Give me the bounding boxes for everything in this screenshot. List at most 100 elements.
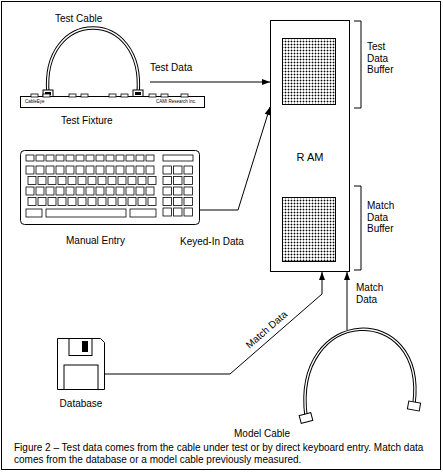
key xyxy=(56,155,64,161)
key xyxy=(26,209,42,217)
cable-jacket xyxy=(48,28,139,94)
key xyxy=(138,177,146,185)
model-cable-outline xyxy=(292,330,427,425)
key xyxy=(136,187,144,195)
key xyxy=(106,155,114,161)
key xyxy=(76,155,84,161)
data-buffer: Match Data Buffer xyxy=(282,197,336,262)
edge-label: Match Data xyxy=(243,309,289,351)
keyboard: Manual Entry xyxy=(20,150,200,225)
fixture-print: CableEye xyxy=(25,100,45,105)
key xyxy=(136,166,144,174)
key xyxy=(126,155,134,161)
key xyxy=(38,198,46,206)
key xyxy=(68,198,76,206)
data-arrow xyxy=(344,272,350,330)
cable-core xyxy=(48,28,139,94)
buffer-bracket xyxy=(354,186,361,270)
keypad-key xyxy=(184,198,193,206)
floppy-label xyxy=(64,365,98,390)
key xyxy=(58,177,66,185)
fixture-socket xyxy=(31,94,38,97)
buffer-bracket xyxy=(354,21,361,108)
key xyxy=(66,187,74,195)
key xyxy=(96,187,104,195)
cable-jacket xyxy=(305,329,415,416)
node-label: Manual Entry xyxy=(66,235,146,247)
key xyxy=(76,166,84,174)
key xyxy=(86,187,94,195)
floppy-body xyxy=(58,339,105,390)
node-label: Test Data Buffer xyxy=(367,41,403,76)
edge-label: Test Data xyxy=(150,62,192,74)
edge-label: Keyed-In Data xyxy=(180,236,244,248)
node-label: Match Data Buffer xyxy=(367,200,403,235)
key xyxy=(136,155,144,161)
arrow-head xyxy=(265,107,271,116)
keypad-key xyxy=(174,198,183,206)
fixture-socket xyxy=(81,94,88,97)
key xyxy=(128,198,136,206)
space-bar xyxy=(46,209,126,217)
key xyxy=(146,155,154,161)
arrow-line xyxy=(200,107,270,210)
cable-core xyxy=(305,329,415,416)
key xyxy=(56,187,64,195)
key xyxy=(86,166,94,174)
node-label: Database xyxy=(51,398,111,410)
cable-connector xyxy=(407,401,420,411)
keypad-key xyxy=(163,198,172,206)
figure-caption: Figure 2 – Test data comes from the cabl… xyxy=(14,442,434,465)
key xyxy=(138,198,146,206)
keypad-key xyxy=(174,187,183,195)
key xyxy=(116,187,124,195)
key xyxy=(128,177,136,185)
key xyxy=(78,198,86,206)
key xyxy=(66,166,74,174)
key xyxy=(68,177,76,185)
key xyxy=(36,155,44,161)
key xyxy=(46,187,54,195)
data-arrow xyxy=(150,79,270,85)
key xyxy=(46,166,54,174)
arrow-line xyxy=(150,82,270,83)
keypad-key xyxy=(184,177,193,185)
key xyxy=(46,155,54,161)
data-arrow xyxy=(200,107,270,210)
cable-illustration: Test Cable xyxy=(38,28,150,100)
key xyxy=(118,177,126,185)
key xyxy=(118,198,126,206)
key xyxy=(126,166,134,174)
test-fixture: Test FixtureCableEyeCAMI Research Inc. xyxy=(20,96,205,108)
key xyxy=(108,198,116,206)
key xyxy=(126,187,134,195)
keypad-key xyxy=(184,166,193,174)
key xyxy=(28,177,36,185)
connector-pins xyxy=(135,92,141,95)
key xyxy=(26,155,34,161)
key xyxy=(88,177,96,185)
key xyxy=(78,177,86,185)
floppy-disk: Database xyxy=(57,338,105,390)
keypad-key xyxy=(163,166,172,174)
keypad-key xyxy=(184,187,193,195)
key xyxy=(108,177,116,185)
cable-illustration-outline xyxy=(38,28,150,100)
arrow-line xyxy=(105,272,322,374)
key xyxy=(28,198,36,206)
key xyxy=(96,155,104,161)
model-cable: Model Cable xyxy=(292,330,427,425)
key xyxy=(36,187,44,195)
keypad-key xyxy=(184,208,193,216)
key xyxy=(36,166,44,174)
key xyxy=(66,155,74,161)
keyboard-case xyxy=(21,151,200,225)
node-label: Model Cable xyxy=(234,428,314,440)
key xyxy=(48,177,56,185)
fixture-socket xyxy=(149,94,156,97)
fixture-print: CAMI Research Inc. xyxy=(156,100,196,105)
keyboard-outline xyxy=(20,150,200,225)
key xyxy=(26,166,34,174)
ram-block: R AMTest Data BufferMatch Data Buffer xyxy=(270,20,350,272)
